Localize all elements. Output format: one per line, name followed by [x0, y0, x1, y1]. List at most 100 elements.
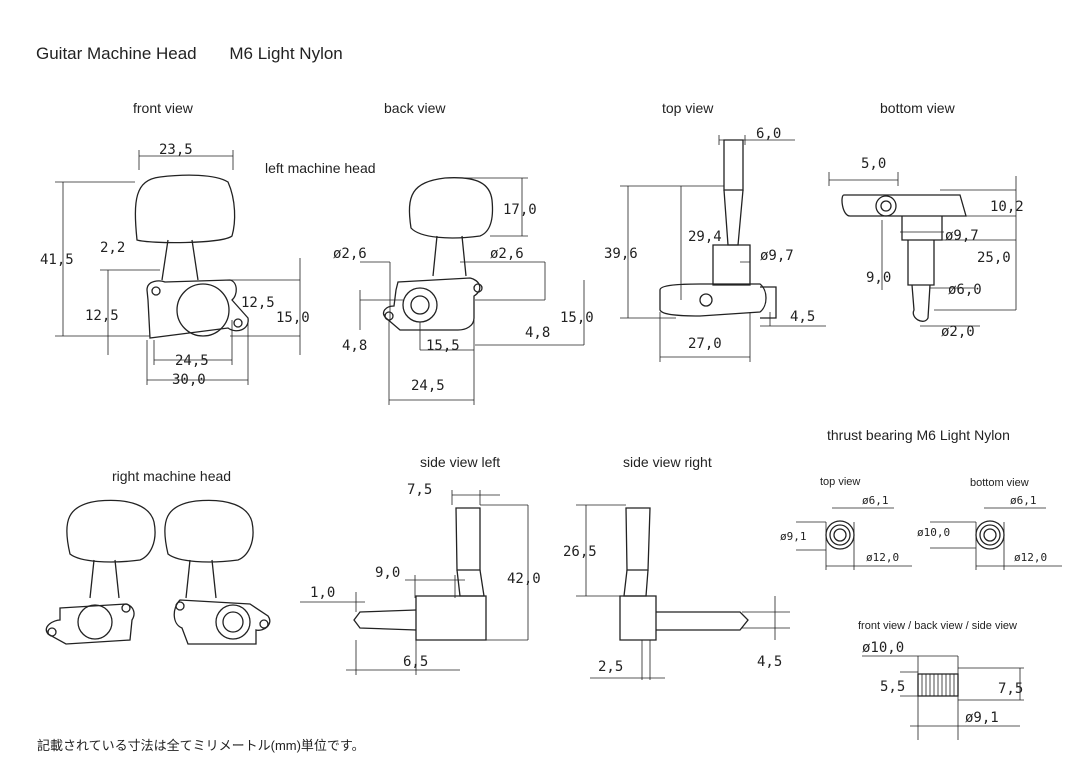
side-view-left-drawing: 7,5 42,0 9,0 1,0 6,5	[300, 482, 541, 675]
dim-thrust-bottom-d6-1: ø6,1	[1010, 494, 1037, 507]
label-front-view: front view	[133, 100, 193, 116]
bottom-dim-lines-low	[920, 287, 980, 327]
label-thrust-top-view: top view	[820, 476, 861, 488]
dim-svl-1-0: 1,0	[310, 585, 335, 601]
rmh-housing-a	[45, 603, 135, 645]
label-right-machine-head: right machine head	[112, 468, 232, 484]
bottom-post	[907, 240, 935, 286]
bottom-dim-lines-mid	[881, 220, 1017, 311]
dim-front-12-5: 12,5	[85, 308, 119, 324]
dim-svr-4-5: 4,5	[757, 654, 782, 670]
bottom-gear-ring	[875, 195, 897, 217]
dim-bottom-d6-0: ø6,0	[948, 282, 982, 298]
front-knob	[134, 174, 236, 244]
dim-front-12-5b: 12,5	[241, 295, 275, 311]
thrust-bottom-mid	[979, 524, 1001, 546]
top-bushing	[712, 244, 751, 286]
dim-front-24-5: 24,5	[175, 353, 209, 369]
dim-top-27-0: 27,0	[688, 336, 722, 352]
dim-thrust-side-7-5: 7,5	[998, 681, 1023, 697]
title-main: Guitar Machine Head	[36, 44, 197, 63]
svr-housing	[619, 595, 657, 641]
dim-svl-42-0: 42,0	[507, 571, 541, 587]
label-thrust-bottom-view: bottom view	[970, 477, 1029, 489]
front-dim-lines-right	[100, 258, 301, 355]
dim-bottom-9-0: 9,0	[866, 270, 891, 286]
svl-housing	[415, 595, 487, 641]
dim-svl-6-5: 6,5	[403, 654, 428, 670]
top-knob	[659, 283, 767, 317]
bottom-tip	[911, 284, 931, 322]
rmh-hole-a2	[121, 603, 131, 613]
front-shaft	[161, 239, 199, 281]
svr-post	[656, 611, 749, 631]
thrust-top-mid	[829, 524, 851, 546]
top-screw	[699, 293, 713, 307]
dim-thrust-side-5-5: 5,5	[880, 679, 905, 695]
thrust-top-inner	[833, 528, 847, 542]
dim-svl-9-0: 9,0	[375, 565, 400, 581]
front-screw-hole-a	[151, 286, 161, 296]
front-dim-lines-left	[55, 181, 150, 337]
front-dim-lines-top	[138, 150, 234, 170]
top-post	[723, 139, 744, 191]
dim-thrust-side-d9-1: ø9,1	[965, 710, 999, 726]
dim-front-2-2: 2,2	[100, 240, 125, 256]
dim-front-23-5: 23,5	[159, 142, 193, 158]
dim-front-15-0: 15,0	[276, 310, 310, 326]
dim-top-6-0: 6,0	[756, 126, 781, 142]
rmh-gear-a	[77, 604, 113, 640]
dim-front-41-5: 41,5	[40, 252, 74, 268]
thrust-bottom-dim-lines	[930, 507, 1062, 570]
dim-bottom-10-2: 10,2	[990, 199, 1024, 215]
label-top-view: top view	[662, 100, 714, 116]
dim-bottom-d2-0: ø2,0	[941, 324, 975, 340]
rmh-gear-b	[215, 604, 251, 640]
rmh-hole-a1	[47, 627, 57, 637]
label-left-machine-head: left machine head	[265, 160, 376, 176]
front-dim-lines-bottom	[146, 320, 249, 385]
rmh-knob-b	[164, 499, 254, 563]
svr-neck	[623, 569, 649, 597]
svl-dim-lines-mid	[300, 575, 465, 612]
rmh-housing-b	[173, 599, 271, 645]
back-gear-hub	[410, 295, 430, 315]
dim-thrust-top-d6-1: ø6,1	[862, 494, 889, 507]
top-dim-lines-bottom	[659, 312, 826, 362]
label-back-view: back view	[384, 100, 446, 116]
back-shaft	[432, 235, 467, 277]
dim-thrust-top-d9-1: ø9,1	[780, 530, 807, 543]
top-plate	[760, 286, 777, 319]
front-screw-hole-b	[233, 318, 243, 328]
thrust-bearing-drawing: ø6,1 ø9,1 ø12,0 ø6,1 ø10,0 ø12,0 ø10,0 5…	[780, 494, 1062, 740]
rmh-shaft-b	[185, 559, 217, 599]
dim-back-17-0: 17,0	[503, 202, 537, 218]
front-view-drawing: 23,5 41,5 2,2 12,5 12,5 15,0 24,5 30,0	[40, 142, 310, 388]
back-gear-ring	[402, 287, 438, 323]
back-dim-lines-left	[359, 261, 404, 330]
dim-back-24-5: 24,5	[411, 378, 445, 394]
dim-top-29-4: 29,4	[688, 229, 722, 245]
thrust-top-dim-lines	[796, 507, 912, 570]
dim-top-d9-7: ø9,7	[760, 248, 794, 264]
drawing-title: Guitar Machine Head M6 Light Nylon	[36, 44, 371, 64]
back-dim-lines-top	[460, 177, 528, 237]
bottom-bushing	[901, 216, 943, 241]
dim-thrust-bottom-d10-0: ø10,0	[917, 526, 950, 539]
svl-dim-lines-top	[451, 490, 529, 641]
dim-svr-2-5: 2,5	[598, 659, 623, 675]
bottom-dim-lines-top	[828, 172, 1017, 240]
svl-dim-lines-bottom	[346, 640, 460, 675]
dim-back-d2-6b: ø2,6	[490, 246, 524, 262]
bottom-housing	[841, 194, 967, 217]
front-housing	[146, 279, 249, 339]
top-dim-lines-6	[718, 135, 795, 145]
title-model: M6 Light Nylon	[229, 44, 343, 63]
dim-bottom-d9-7: ø9,7	[945, 228, 979, 244]
svl-post	[353, 609, 417, 631]
bottom-view-drawing: 5,0 10,2 ø9,7 9,0 25,0 ø6,0 ø2,0	[828, 156, 1024, 340]
back-dim-lines-right	[460, 261, 585, 346]
back-knob	[408, 177, 494, 239]
dim-thrust-top-d12-0: ø12,0	[866, 551, 899, 564]
